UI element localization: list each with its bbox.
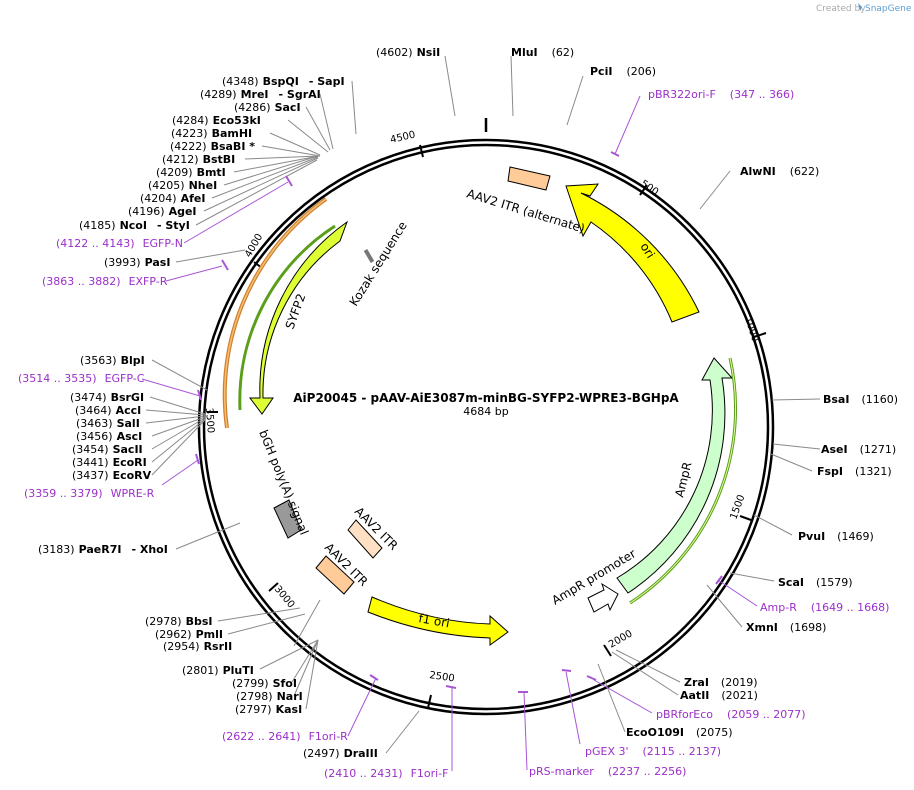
site-label-bspqi[interactable]: (4348) BspQI - SapI: [222, 72, 345, 89]
snapgene-logo-icon: [858, 3, 862, 11]
site-label-ncoi[interactable]: (4185) NcoI - StyI: [79, 216, 190, 233]
backbone-inner-ring: [202, 143, 770, 711]
tick-label: 2500: [429, 670, 456, 684]
site-label-draiii[interactable]: (2497) DraIII: [303, 744, 378, 761]
primer-label-pbrforeco[interactable]: pBRforEco (2059 .. 2077): [656, 705, 806, 722]
site-label-bsrgi[interactable]: (3474) BsrGI: [70, 388, 144, 405]
primer-label-f1ori-f[interactable]: (2410 .. 2431) F1ori-F: [324, 764, 449, 781]
primer-label-pbr322ori-f[interactable]: pBR322ori-F (347 .. 366): [648, 85, 794, 102]
primer-label-egfp-n[interactable]: (4122 .. 4143) EGFP-N: [56, 234, 183, 251]
site-label-pmli[interactable]: (2962) PmlI: [155, 625, 223, 642]
tick-label: 4500: [389, 129, 416, 145]
site-label-acci[interactable]: (3464) AccI: [75, 401, 141, 418]
tick-label: 3000: [272, 584, 297, 611]
site-label-bsabi[interactable]: (4222) BsaBI *: [170, 137, 255, 154]
site-label-sfoi[interactable]: (2799) SfoI: [232, 674, 297, 691]
tick-mark: [753, 332, 767, 338]
site-label-pcii[interactable]: PciI (206): [590, 62, 656, 79]
site-label-kasi[interactable]: (2797) KasI: [235, 700, 302, 717]
primer-label-exfp-r[interactable]: (3863 .. 3882) EXFP-R: [42, 272, 168, 289]
site-label-mrei[interactable]: (4289) MreI - SgrAI: [200, 85, 321, 102]
tick-mark: [427, 694, 432, 709]
site-label-asei[interactable]: AseI (1271): [821, 440, 896, 457]
site-label-bstbi[interactable]: (4212) BstBI: [162, 150, 235, 167]
site-label-nsii[interactable]: (4602) NsiI: [376, 43, 440, 60]
tick-mark: [419, 144, 424, 158]
credit-brand: SnapGene: [865, 4, 912, 14]
site-label-rsrii[interactable]: (2954) RsrII: [163, 637, 232, 654]
feature-f1ori-label: f1 ori: [417, 611, 450, 630]
feature-itr2-box[interactable]: [315, 555, 355, 595]
tick-mark: [603, 644, 612, 657]
feature-polya-box[interactable]: [273, 499, 302, 539]
primer-label-pgex3[interactable]: pGEX 3' (2115 .. 2137): [585, 742, 721, 759]
site-label-fspi[interactable]: FspI (1321): [817, 462, 892, 479]
site-label-mlui[interactable]: MluI (62): [511, 43, 574, 60]
primer-label-wpre-r[interactable]: (3359 .. 3379) WPRE-R: [24, 484, 155, 501]
feature-kozak-label: Kozak sequence: [347, 219, 410, 309]
site-label-nari[interactable]: (2798) NarI: [236, 687, 303, 704]
feature-ori-arrow[interactable]: [565, 183, 700, 323]
feature-syfp2-arrow[interactable]: [249, 220, 349, 415]
backbone-outer-ring: [197, 138, 775, 716]
tick-label: 3500: [203, 407, 216, 433]
tick-mark: [739, 515, 752, 521]
feature-ampr-promoter-arrow[interactable]: [587, 582, 619, 613]
tick-mark: [268, 582, 279, 592]
primer-label-f1ori-r[interactable]: (2622 .. 2641) F1ori-R: [222, 727, 348, 744]
feature-ampr-label: AmpR: [672, 461, 694, 499]
site-label-xmni[interactable]: XmnI (1698): [746, 618, 826, 635]
site-label-alwni[interactable]: AlwNI (622): [740, 162, 819, 179]
feature-itr-alt-box[interactable]: [507, 166, 551, 191]
site-label-paer7i[interactable]: (3183) PaeR7I - XhoI: [38, 540, 168, 557]
site-label-afei[interactable]: (4204) AfeI: [140, 189, 205, 206]
site-label-blpi[interactable]: (3563) BlpI: [80, 351, 145, 368]
tick-label: 1000: [742, 316, 760, 344]
feature-ampr-arrow[interactable]: [616, 357, 734, 594]
site-label-ecorv[interactable]: (3437) EcoRV: [72, 466, 152, 483]
backbone: [197, 118, 775, 716]
site-label-zrai[interactable]: ZraI (2019): [684, 673, 758, 690]
plasmid-name: AiP20045 - pAAV-AiE3087m-minBG-SYFP2-WPR…: [293, 391, 679, 405]
site-label-pluti[interactable]: (2801) PluTI: [182, 661, 254, 678]
primer-label-egfp-c[interactable]: (3514 .. 3535) EGFP-C: [18, 369, 145, 386]
feature-f1ori-arrow[interactable]: [367, 596, 509, 646]
site-label-sacii[interactable]: (3454) SacII: [72, 440, 143, 457]
primer-labels: pBR322ori-F (347 .. 366) Amp-R (1649 .. …: [18, 85, 889, 781]
site-label-pvui[interactable]: PvuI (1469): [798, 527, 874, 544]
site-labels: (4602) NsiI MluI (62) PciI (206) AlwNI (…: [38, 43, 898, 761]
primer-label-amp-r[interactable]: Amp-R (1649 .. 1668): [760, 598, 889, 615]
site-label-ecori[interactable]: (3441) EcoRI: [72, 453, 147, 470]
feature-egfp-orf-inner: [223, 198, 327, 429]
site-label-pasi[interactable]: (3993) PasI: [104, 253, 170, 270]
map-title: AiP20045 - pAAV-AiE3087m-minBG-SYFP2-WPR…: [293, 391, 679, 418]
primer-label-prs-marker[interactable]: pRS-marker (2237 .. 2256): [529, 762, 686, 779]
site-label-saci[interactable]: (4286) SacI: [234, 98, 301, 115]
site-lines: [145, 55, 821, 754]
primer-lines: [141, 95, 758, 771]
feature-itr1-box[interactable]: [347, 519, 383, 559]
tick-label: 2000: [607, 628, 635, 650]
tick-mark: [639, 184, 648, 196]
feature-kozak-mark[interactable]: [363, 248, 375, 264]
site-label-sali[interactable]: (3463) SalI: [76, 414, 140, 431]
plasmid-size: 4684 bp: [463, 405, 508, 418]
site-label-bamhi[interactable]: (4223) BamHI: [171, 124, 252, 141]
site-label-bsai[interactable]: BsaI (1160): [823, 390, 898, 407]
feature-syfp2-orf: [238, 224, 336, 411]
site-label-ecoo109i[interactable]: EcoO109I (2075): [626, 723, 733, 740]
feature-ampr-orf-inner: [629, 357, 737, 604]
site-label-bbsi[interactable]: (2978) BbsI: [145, 612, 212, 629]
site-label-asci[interactable]: (3456) AscI: [76, 427, 142, 444]
site-label-agei[interactable]: (4196) AgeI: [128, 202, 197, 219]
site-label-scai[interactable]: ScaI (1579): [778, 573, 853, 590]
credit: Created by SnapGene: [816, 3, 912, 14]
site-label-eco53ki[interactable]: (4284) Eco53kI: [172, 111, 261, 128]
credit-prefix: Created by: [816, 4, 866, 14]
site-label-nhei[interactable]: (4205) NheI: [148, 176, 217, 193]
site-label-aatii[interactable]: AatII (2021): [680, 686, 758, 703]
site-label-bmti[interactable]: (4209) BmtI: [156, 163, 226, 180]
